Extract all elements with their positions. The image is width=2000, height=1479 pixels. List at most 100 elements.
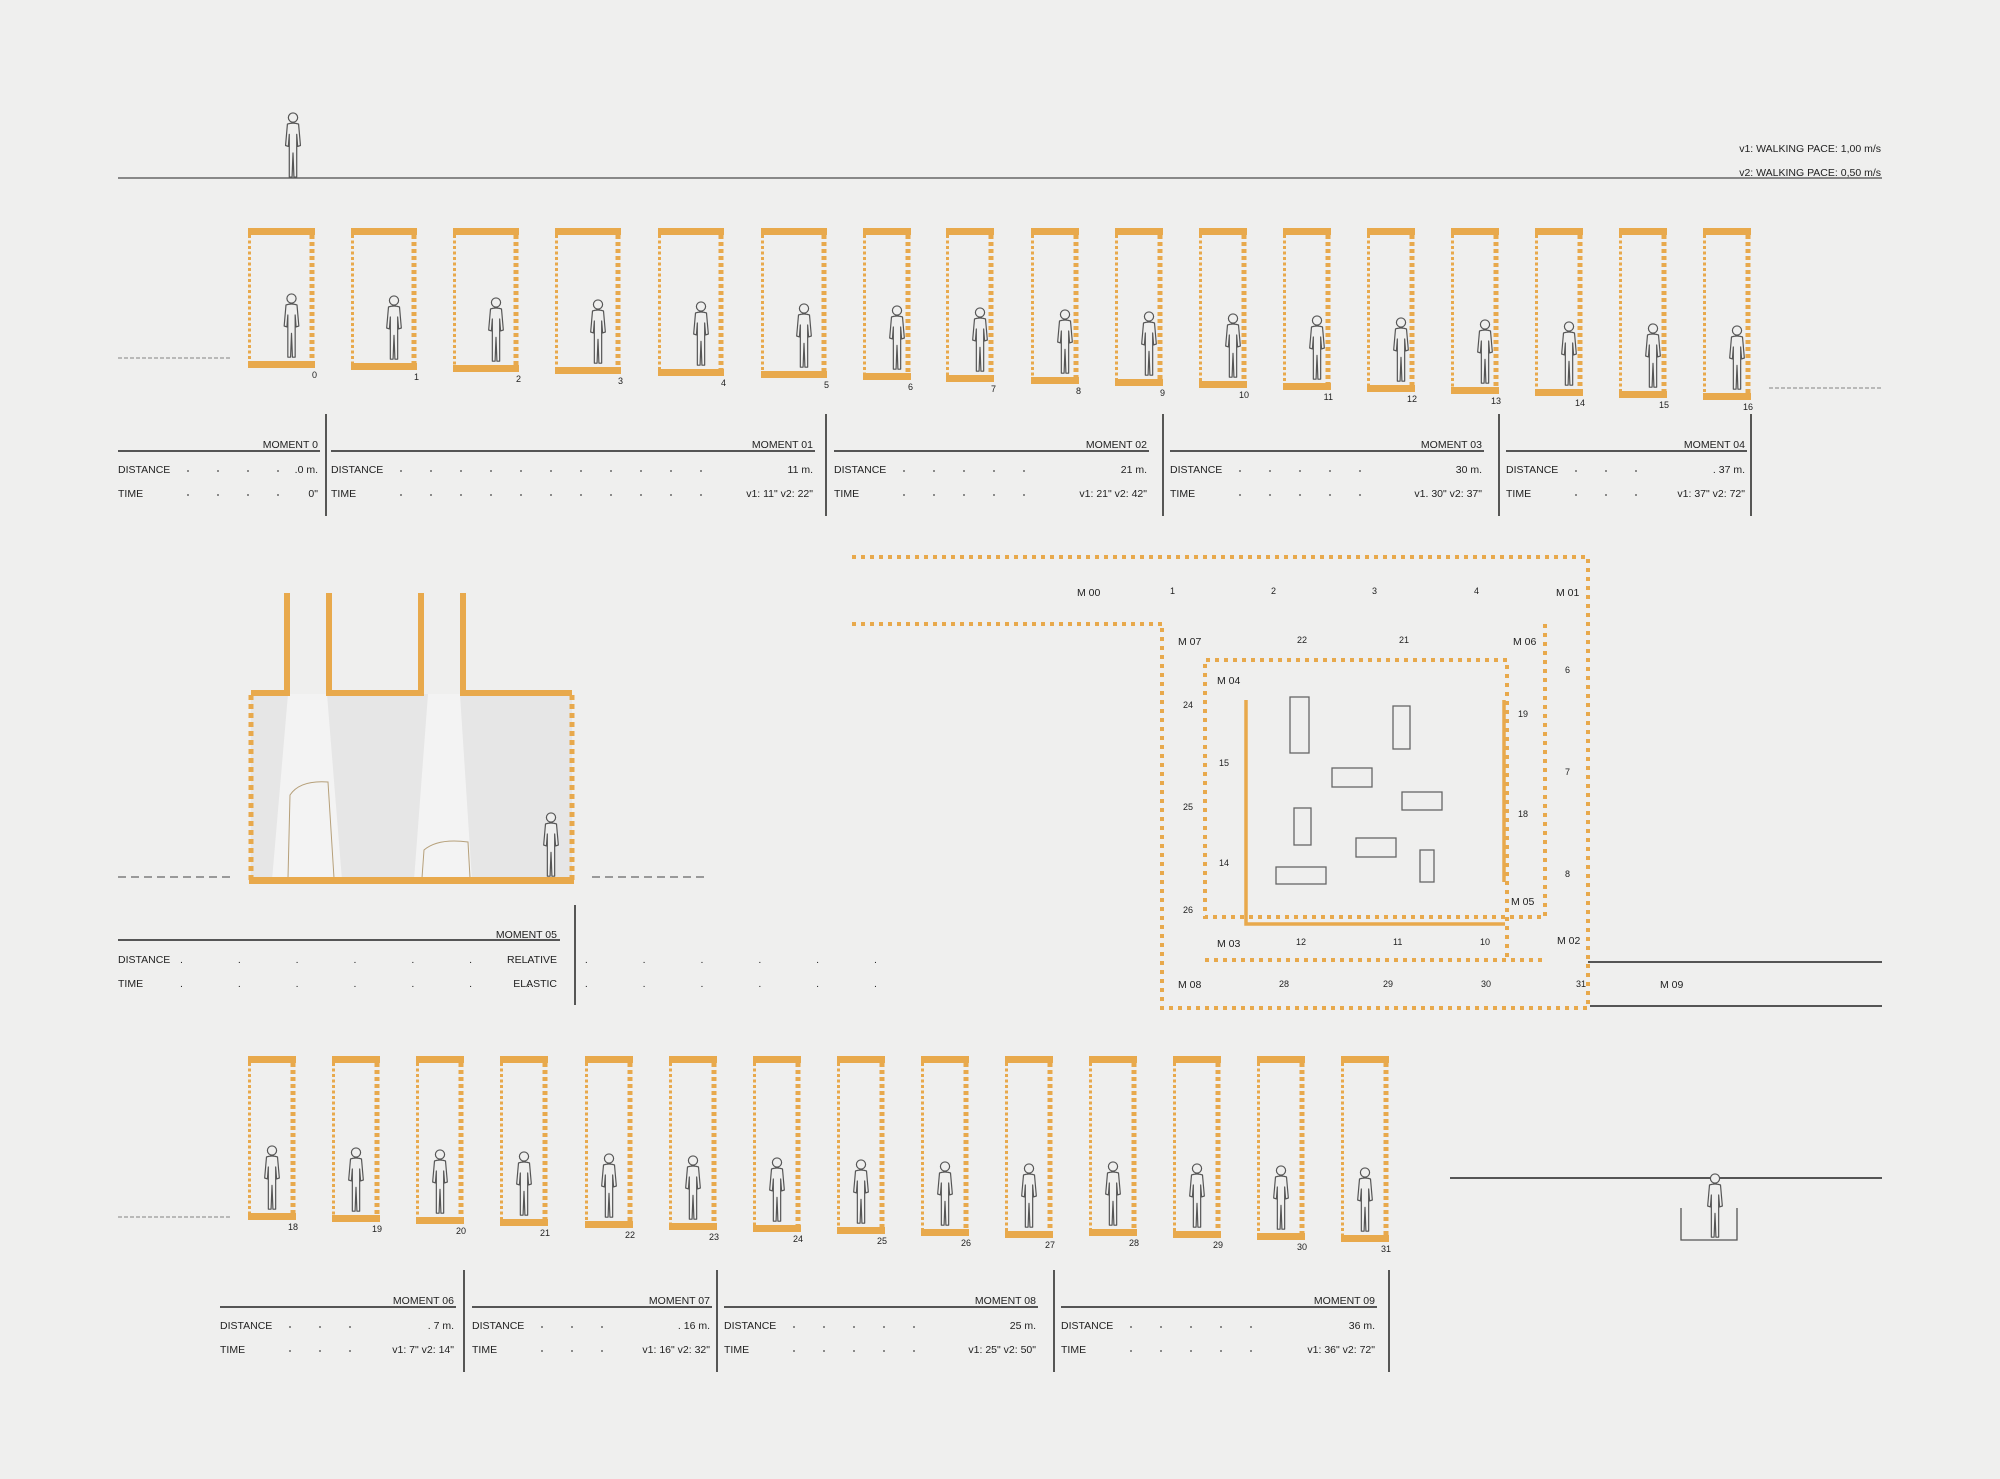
person-figure <box>769 1157 785 1222</box>
cell-number: 1 <box>414 372 419 382</box>
plan-step-number: 11 <box>1393 937 1402 947</box>
corridor-cell: 13 <box>1451 228 1501 406</box>
corridor-cell: 26 <box>921 1056 971 1248</box>
corridor-cell: 3 <box>555 228 623 386</box>
plan-step-number: 22 <box>1297 635 1307 645</box>
distance-value: 11 m. <box>788 464 813 476</box>
corridor-cell: 1 <box>351 228 419 382</box>
svg-text:. . . . . . . . . . . . .: . . . . . . . . . . . . . <box>180 954 903 966</box>
corridor-cell: 8 <box>1031 228 1081 396</box>
time-value: v1: 36" v2: 72" <box>1307 1344 1375 1356</box>
distance-label: DISTANCE <box>1170 464 1222 476</box>
corridor-cell: 28 <box>1089 1056 1139 1248</box>
plan-moment-label: M 01 <box>1556 587 1580 599</box>
corridor-cell: 23 <box>669 1056 719 1242</box>
plan-step-number: 4 <box>1474 586 1479 596</box>
time-value: v1: 11" v2: 22" <box>746 488 813 500</box>
moment-05-time-value: ELASTIC <box>513 978 557 990</box>
person-figure <box>283 293 300 358</box>
plan-moment-label: M 04 <box>1217 675 1241 687</box>
cell-number: 10 <box>1239 390 1249 400</box>
person-figure <box>1729 325 1745 390</box>
moment-05-section: MOMENT 05 DISTANCE RELATIVE TIME ELASTIC… <box>118 593 903 1005</box>
moment-05-title: MOMENT 05 <box>496 929 557 941</box>
pace-header: v1: WALKING PACE: 1,00 m/s v2: WALKING P… <box>118 112 1882 179</box>
person-figure <box>590 299 606 364</box>
cell-number: 0 <box>312 370 317 380</box>
plan-step-number: 31 <box>1576 979 1586 989</box>
moment-title: MOMENT 0 <box>263 439 318 451</box>
time-value: v1: 37" v2: 72" <box>1677 488 1745 500</box>
cell-number: 21 <box>540 1228 550 1238</box>
cell-number: 24 <box>793 1234 803 1244</box>
corridor-cell: 15 <box>1619 228 1669 410</box>
plan-step-number: 26 <box>1183 905 1193 915</box>
corridor-cell: 19 <box>332 1056 382 1234</box>
moment-title: MOMENT 07 <box>649 1295 710 1307</box>
person-figure <box>1309 315 1325 380</box>
moment-title: MOMENT 06 <box>393 1295 454 1307</box>
time-label: TIME <box>724 1344 749 1356</box>
plan-moment-label: M 00 <box>1077 587 1101 599</box>
distance-label: DISTANCE <box>1061 1320 1113 1332</box>
plan-step-number: 7 <box>1565 767 1570 777</box>
time-value: v1. 30" v2: 37" <box>1414 488 1482 500</box>
cell-number: 13 <box>1491 396 1501 406</box>
time-label: TIME <box>1506 488 1531 500</box>
person-figure <box>284 112 302 178</box>
person-figure <box>853 1159 869 1224</box>
cell-number: 8 <box>1076 386 1081 396</box>
corridor-cell: 18 <box>248 1056 298 1232</box>
cell-number: 9 <box>1160 388 1165 398</box>
moment-title: MOMENT 09 <box>1314 1295 1375 1307</box>
person-figure <box>601 1153 617 1218</box>
person-figure <box>516 1151 532 1216</box>
distance-value: 25 m. <box>1010 1320 1036 1332</box>
plan-step-number: 28 <box>1279 979 1289 989</box>
person-figure <box>685 1155 701 1220</box>
cell-number: 6 <box>908 382 913 392</box>
time-value: v1: 25" v2: 50" <box>968 1344 1036 1356</box>
plan-step-number: 15 <box>1219 758 1229 768</box>
person-figure <box>386 295 402 360</box>
time-label: TIME <box>834 488 859 500</box>
time-label: TIME <box>118 488 143 500</box>
cell-number: 4 <box>721 378 726 388</box>
corridor-cell: 11 <box>1283 228 1333 402</box>
person-figure <box>1561 321 1577 386</box>
corridor-cell: 27 <box>1005 1056 1055 1250</box>
cell-number: 26 <box>961 1238 971 1248</box>
plan-step-number: 29 <box>1383 979 1393 989</box>
corridor-cell: 4 <box>658 228 726 388</box>
plan-step-number: 18 <box>1518 809 1528 819</box>
distance-value: 36 m. <box>1349 1320 1375 1332</box>
cell-number: 11 <box>1324 392 1333 402</box>
plan-step-number: 24 <box>1183 700 1193 710</box>
person-figure <box>1225 313 1241 378</box>
moment-05-distance-value: RELATIVE <box>507 954 557 966</box>
cell-number: 19 <box>372 1224 382 1234</box>
cell-number: 23 <box>709 1232 719 1242</box>
plan-step-number: 12 <box>1296 937 1306 947</box>
person-figure <box>972 307 988 372</box>
cell-number: 22 <box>625 1230 635 1240</box>
person-figure <box>1021 1163 1037 1228</box>
moment-title: MOMENT 01 <box>752 439 813 451</box>
plan-step-number: 10 <box>1480 937 1490 947</box>
plan-moment-label: M 07 <box>1178 636 1202 648</box>
corridor-cell: 2 <box>453 228 521 384</box>
time-value: v1: 21" v2: 42" <box>1079 488 1147 500</box>
cell-number: 5 <box>824 380 829 390</box>
distance-label: DISTANCE <box>724 1320 776 1332</box>
plan-moment-label: M 06 <box>1513 636 1537 648</box>
pace-v1-text: v1: WALKING PACE: 1,00 m/s <box>1739 143 1881 155</box>
plan-moment-label: M 09 <box>1660 979 1684 991</box>
